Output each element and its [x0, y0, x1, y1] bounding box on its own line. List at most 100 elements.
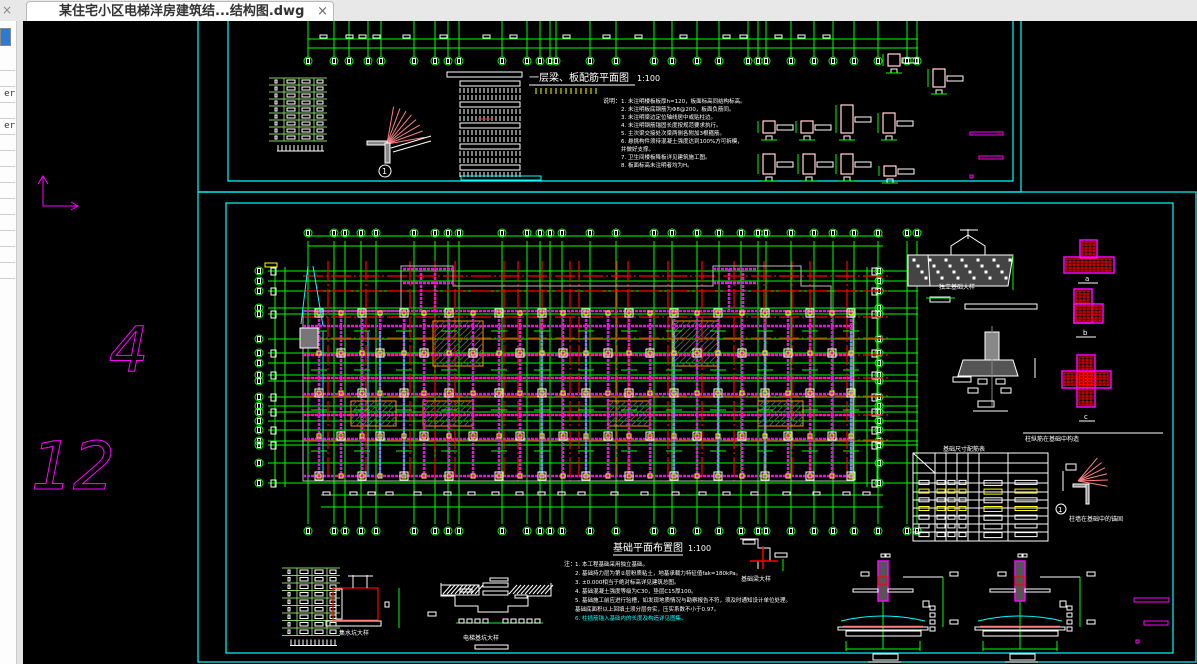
axis-bubble — [254, 266, 264, 276]
detail-label: 集水坑大样 — [339, 629, 369, 637]
section-label: b — [1083, 329, 1088, 337]
axis-bubble — [557, 526, 567, 536]
axis-bubble — [254, 407, 264, 417]
axis-bubble — [522, 56, 532, 66]
foundation-plan-scale: 1:100 — [688, 544, 711, 553]
foundation-plan-axis-grid — [254, 228, 922, 536]
axis-bubble — [874, 478, 884, 488]
property-row[interactable] — [0, 167, 15, 183]
axis-bubble — [874, 309, 884, 319]
close-tab-icon[interactable]: × — [317, 4, 328, 19]
axis-bubble — [649, 228, 659, 238]
axis-bubble — [692, 526, 702, 536]
property-row[interactable]: er — [0, 119, 15, 135]
property-row[interactable] — [0, 71, 15, 87]
top-sheet-stair-detail: 1 — [366, 106, 432, 178]
axis-bubble — [736, 228, 746, 238]
property-row[interactable] — [0, 215, 15, 231]
axis-bubble — [667, 228, 677, 238]
property-row[interactable] — [0, 103, 15, 119]
property-row[interactable] — [0, 55, 15, 71]
axis-bubble — [736, 526, 746, 536]
axis-bubble — [874, 407, 884, 417]
axis-bubble — [497, 526, 507, 536]
axis-bubble — [828, 56, 838, 66]
top-note-line: 并做好支撑。 — [621, 145, 654, 153]
axis-bubble — [545, 526, 555, 536]
detail-label: 基础梁大样 — [741, 575, 771, 583]
document-tab[interactable]: 某住宅小区电梯洋房建筑结...结构图.dwg × — [26, 1, 334, 22]
top-note-line: 5. 主次梁交接处次梁两侧各附加3根箍筋。 — [621, 129, 725, 137]
detail-label: 独立基础大样 — [939, 283, 975, 291]
axis-bubble — [585, 526, 595, 536]
drawing-canvas[interactable]: 4 12 1 一层梁、板配筋平面图 1:100 说明： 1. 未注明楼板板厚h=… — [23, 21, 1197, 664]
axis-bubble — [761, 228, 771, 238]
foundation-plan-title-block: 基础平面布置图 1:100 — [613, 541, 711, 556]
foundation-plan — [264, 261, 888, 482]
axis-bubble — [786, 228, 796, 238]
axis-bubble — [454, 56, 464, 66]
ucs-axis-icon — [37, 175, 80, 211]
axis-bubble — [443, 56, 453, 66]
axis-bubble — [874, 425, 884, 435]
top-note-line: 8. 板面标高未注明者均为H。 — [621, 161, 693, 169]
top-note-line: 1. 未注明楼板板厚h=120，板面标高同结构标高。 — [621, 97, 746, 105]
foundation-details-right — [907, 229, 1163, 434]
axis-bubble — [254, 425, 264, 435]
axis-bubble — [809, 228, 819, 238]
axis-bubble — [714, 526, 724, 536]
property-row[interactable] — [0, 231, 15, 247]
property-row[interactable] — [0, 263, 15, 279]
axis-bubble — [356, 228, 366, 238]
foundation-note-line: 2. 基础持力层为第②层粉质粘土，地基承载力特征值fak=180kPa。 — [575, 569, 741, 577]
property-row[interactable] — [0, 183, 15, 199]
revision-marks — [969, 131, 1170, 644]
axis-bubble — [809, 56, 819, 66]
axis-bubble — [535, 526, 545, 536]
axis-bubble — [828, 526, 838, 536]
foundation-plan-notes: 注： 1. 本工程基础采用独立基础。2. 基础持力层为第②层粉质粘土，地基承载力… — [564, 560, 791, 622]
top-note-line: 6. 悬挑构件须待混凝土强度达到100%方可拆模， — [621, 137, 743, 145]
foundation-note-line: 5. 基础施工前应进行验槽，如发现地质情况与勘察报告不符，须及时通知设计单位处理… — [575, 596, 791, 604]
top-sheet-elevation-diagram — [269, 77, 327, 152]
axis-bubble — [809, 526, 819, 536]
axis-bubble — [786, 56, 796, 66]
detail-label: 柱纵筋在基础中构造 — [1025, 435, 1079, 443]
document-tab-title: 某住宅小区电梯洋房建筑结...结构图.dwg — [59, 4, 305, 19]
axis-bubble — [874, 416, 884, 426]
axis-bubble — [497, 228, 507, 238]
axis-bubble — [902, 56, 912, 66]
property-row[interactable] — [0, 135, 15, 151]
detail-marker-circle — [1055, 503, 1067, 515]
axis-bubble — [545, 228, 555, 238]
axis-bubble — [340, 228, 350, 238]
sump-pit-detail — [325, 575, 437, 628]
strip-footing-body — [907, 254, 1014, 287]
axis-bubble — [557, 228, 567, 238]
property-row[interactable] — [0, 199, 15, 215]
section-label: c — [1084, 413, 1088, 421]
axis-bubble — [371, 526, 381, 536]
bottom-sheet-frame — [197, 191, 1197, 663]
top-sheet-axis-grid — [303, 21, 922, 66]
top-sheet-notes: 说明： 1. 未注明楼板板厚h=120，板面标高同结构标高。2. 未注明板底钢筋… — [603, 97, 746, 169]
panel-splitter[interactable] — [16, 21, 24, 664]
foundation-note-line: 4. 基础混凝土强度等级为C30，垫层C15厚100。 — [575, 587, 697, 595]
quick-select-icon[interactable] — [0, 28, 11, 46]
axis-bubble — [430, 526, 440, 536]
property-row[interactable] — [0, 151, 15, 167]
elevator-pit-detail — [440, 577, 554, 650]
foundation-note-line: 基础底面积以上回填土须分层夯实，压实系数不小于0.97。 — [575, 605, 719, 613]
axis-bubble — [849, 56, 859, 66]
axis-bubble — [340, 526, 350, 536]
axis-bubble — [902, 228, 912, 238]
viewport-number-12: 12 — [31, 428, 115, 505]
axis-bubble — [430, 56, 440, 66]
previous-tab-close-icon[interactable]: × — [1, 3, 13, 17]
axis-bubble — [551, 56, 561, 66]
axis-bubble — [254, 440, 264, 450]
axis-bubble — [714, 228, 724, 238]
property-row[interactable] — [0, 247, 15, 263]
axis-bubble — [329, 526, 339, 536]
property-row[interactable]: er — [0, 87, 15, 103]
